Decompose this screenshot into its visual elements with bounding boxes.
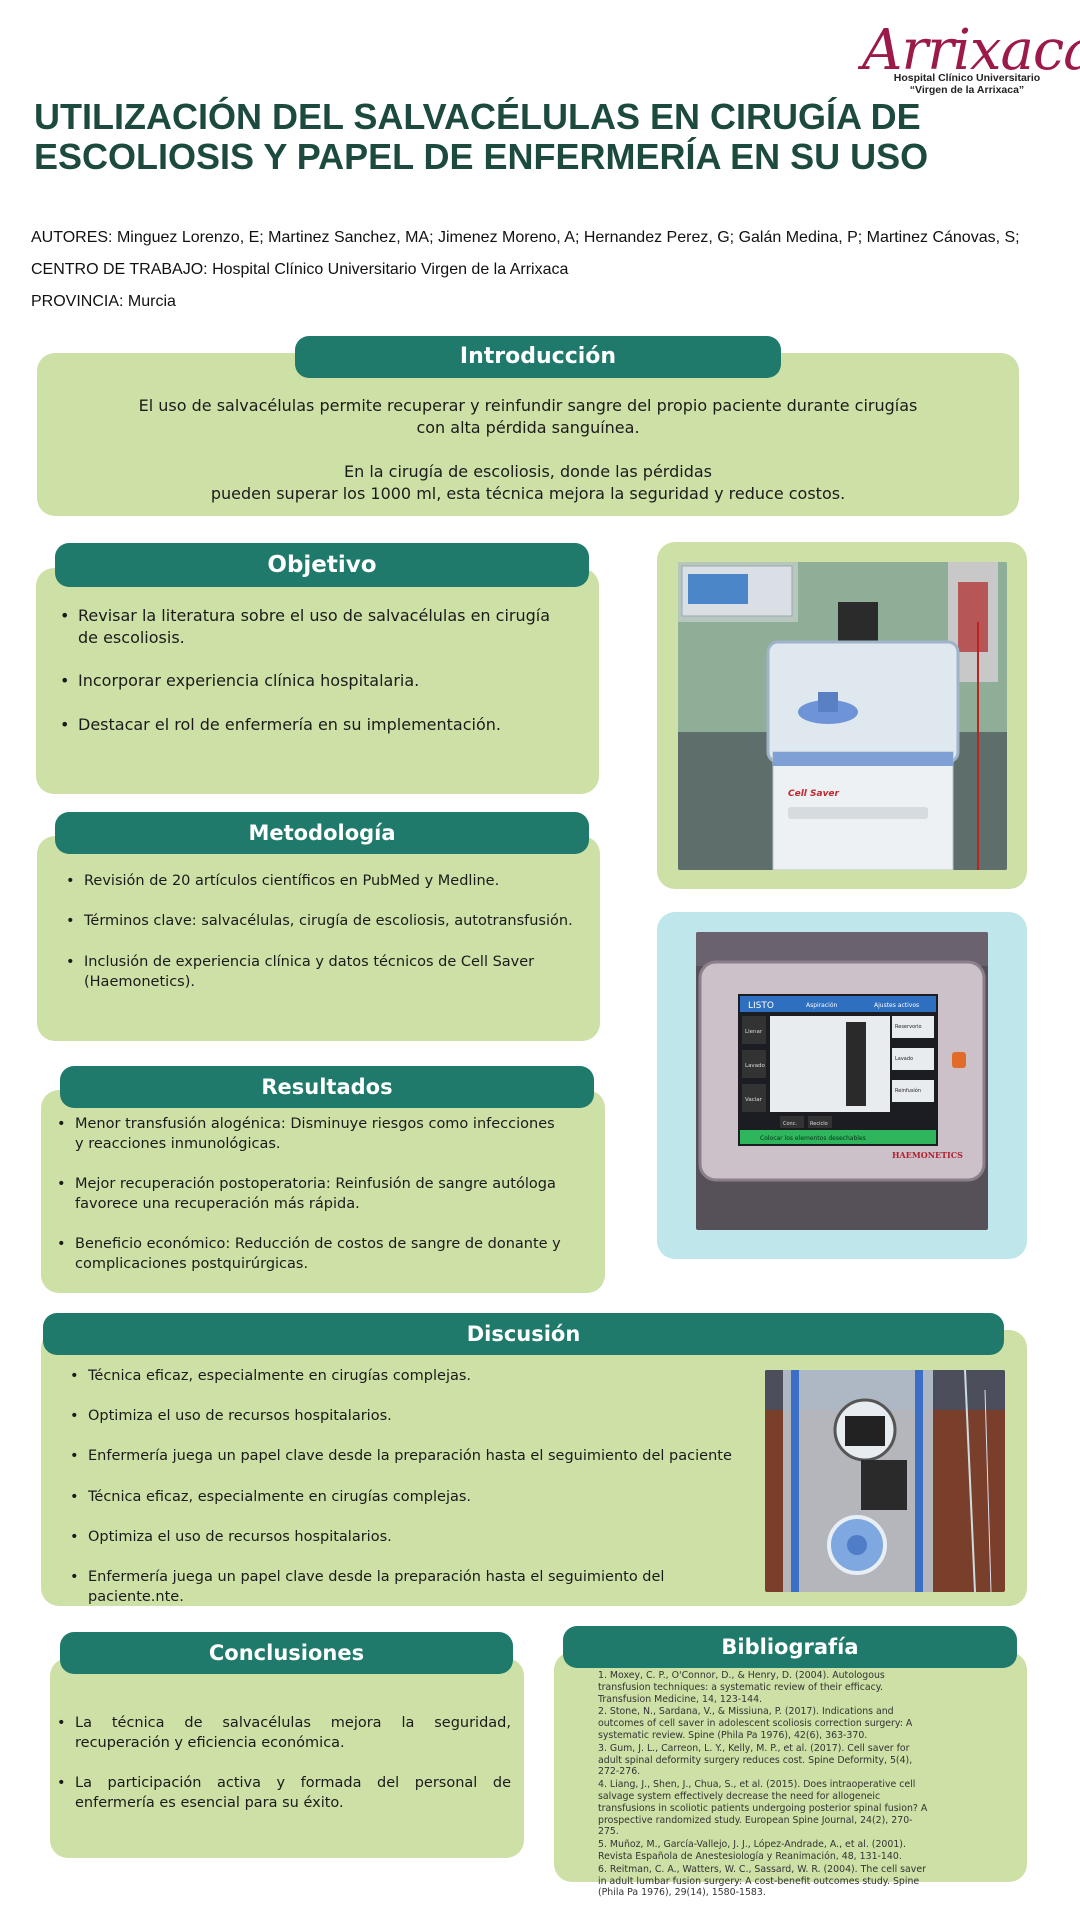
centrifuge-image	[765, 1370, 1005, 1592]
list-item: Optimiza el uso de recursos hospitalario…	[70, 1406, 760, 1426]
list-item: Términos clave: salvacélulas, cirugía de…	[66, 911, 586, 931]
list-item: Técnica eficaz, especialmente en cirugía…	[70, 1366, 760, 1386]
touchscreen-image: LISTO Aspiración Ajustes activos Llenar …	[696, 932, 988, 1230]
logo-wordmark: Arrixaca	[862, 18, 1080, 83]
intro-p2-line2: pueden superar los 1000 ml, esta técnica…	[210, 484, 846, 503]
list-item: Menor transfusión alogénica: Disminuye r…	[57, 1114, 567, 1154]
metodologia-list: Revisión de 20 artículos científicos en …	[66, 871, 586, 992]
reference: 6. Reitman, C. A., Watters, W. C., Sassa…	[598, 1863, 926, 1899]
intro-p1-line1: El uso de salvacélulas permite recuperar…	[138, 396, 918, 415]
list-item: Incorporar experiencia clínica hospitala…	[60, 670, 560, 692]
metodologia-heading: Metodología	[55, 812, 589, 854]
conclusiones-heading: Conclusiones	[60, 1632, 513, 1674]
discusion-list: Técnica eficaz, especialmente en cirugía…	[70, 1366, 760, 1607]
objetivo-heading: Objetivo	[55, 543, 589, 587]
bibliografia-list: 1. Moxey, C. P., O'Connor, D., & Henry, …	[598, 1670, 933, 1900]
reference: 4. Liang, J., Shen, J., Chua, S., et al.…	[598, 1779, 928, 1838]
conclusiones-list: La técnica de salvacélulas mejora la seg…	[57, 1713, 511, 1813]
touchscreen-photo: LISTO Aspiración Ajustes activos Llenar …	[696, 932, 988, 1230]
logo-subtitle: Hospital Clínico Universitario “Virgen d…	[872, 72, 1062, 96]
logo-subtitle-line2: “Virgen de la Arrixaca”	[909, 84, 1025, 96]
bibliografia-heading: Bibliografía	[563, 1626, 1017, 1668]
intro-paragraph-2: En la cirugía de escoliosis, donde las p…	[37, 461, 1019, 505]
poster-title-line1: UTILIZACIÓN DEL SALVACÉLULAS EN CIRUGÍA …	[34, 96, 921, 137]
screen-brand: HAEMONETICS	[892, 1150, 963, 1160]
screen-left-btn-2: Lavado	[745, 1063, 766, 1069]
list-item: Destacar el rol de enfermería en su impl…	[60, 714, 560, 736]
intro-heading: Introducción	[295, 336, 781, 378]
objetivo-list: Revisar la literatura sobre el uso de sa…	[60, 605, 560, 736]
screen-bottom-btn-1: Conc.	[783, 1121, 797, 1127]
logo-subtitle-line1: Hospital Clínico Universitario	[893, 72, 1041, 84]
list-item: La participación activa y formada del pe…	[57, 1773, 511, 1813]
reference: 5. Muñoz, M., García-Vallejo, J. J., Lóp…	[598, 1839, 906, 1862]
intro-p1-line2: con alta pérdida sanguínea.	[416, 418, 640, 437]
cell-saver-machine-image: Cell Saver	[678, 562, 1007, 870]
screen-status: LISTO	[748, 1001, 774, 1011]
intro-p2-line1: En la cirugía de escoliosis, donde las p…	[344, 462, 712, 481]
province: PROVINCIA: Murcia	[31, 293, 176, 310]
poster-title: UTILIZACIÓN DEL SALVACÉLULAS EN CIRUGÍA …	[34, 97, 934, 177]
reference: 1. Moxey, C. P., O'Connor, D., & Henry, …	[598, 1670, 885, 1705]
list-item: Beneficio económico: Reducción de costos…	[57, 1234, 567, 1274]
list-item: Técnica eficaz, especialmente en cirugía…	[70, 1487, 760, 1507]
bibliografia-panel	[554, 1652, 1027, 1882]
screen-left-btn-3: Vaciar	[745, 1097, 763, 1103]
screen-right-label-3: Reinfusión	[895, 1087, 921, 1094]
discusion-heading: Discusión	[43, 1313, 1004, 1355]
list-item: La técnica de salvacélulas mejora la seg…	[57, 1713, 511, 1753]
screen-left-btn-1: Llenar	[745, 1029, 763, 1035]
list-item: Enfermería juega un papel clave desde la…	[70, 1567, 760, 1607]
conclusiones-panel	[50, 1658, 524, 1858]
resultados-heading: Resultados	[60, 1066, 594, 1108]
authors: AUTORES: Minguez Lorenzo, E; Martinez Sa…	[31, 229, 1020, 246]
reference: 2. Stone, N., Sardana, V., & Missiuna, P…	[598, 1706, 913, 1741]
reference: 3. Gum, J. L., Carreon, L. Y., Kelly, M.…	[598, 1742, 913, 1778]
resultados-list: Menor transfusión alogénica: Disminuye r…	[57, 1114, 567, 1274]
intro-panel	[37, 353, 1019, 516]
list-item: Mejor recuperación postoperatoria: Reinf…	[57, 1174, 567, 1214]
screen-right-label-2: Lavado	[895, 1056, 913, 1062]
screen-bottom-btn-2: Reciclo	[810, 1121, 828, 1127]
machine-label: Cell Saver	[788, 789, 840, 799]
screen-tab1: Aspiración	[806, 1002, 837, 1009]
list-item: Enfermería juega un papel clave desde la…	[70, 1446, 760, 1466]
screen-tab2: Ajustes activos	[874, 1002, 919, 1009]
screen-message: Colocar los elementos desechables	[760, 1135, 866, 1142]
intro-paragraph-1: El uso de salvacélulas permite recuperar…	[37, 395, 1019, 439]
centrifuge-photo	[765, 1370, 1005, 1592]
list-item: Revisión de 20 artículos científicos en …	[66, 871, 586, 891]
screen-right-label-1: Reservorio	[895, 1024, 922, 1030]
list-item: Inclusión de experiencia clínica y datos…	[66, 952, 586, 992]
work-center: CENTRO DE TRABAJO: Hospital Clínico Univ…	[31, 261, 569, 278]
poster-title-line2: ESCOLIOSIS Y PAPEL DE ENFERMERÍA EN SU U…	[34, 136, 929, 177]
cell-saver-machine-photo: Cell Saver	[678, 562, 1007, 870]
list-item: Revisar la literatura sobre el uso de sa…	[60, 605, 560, 649]
list-item: Optimiza el uso de recursos hospitalario…	[70, 1527, 760, 1547]
